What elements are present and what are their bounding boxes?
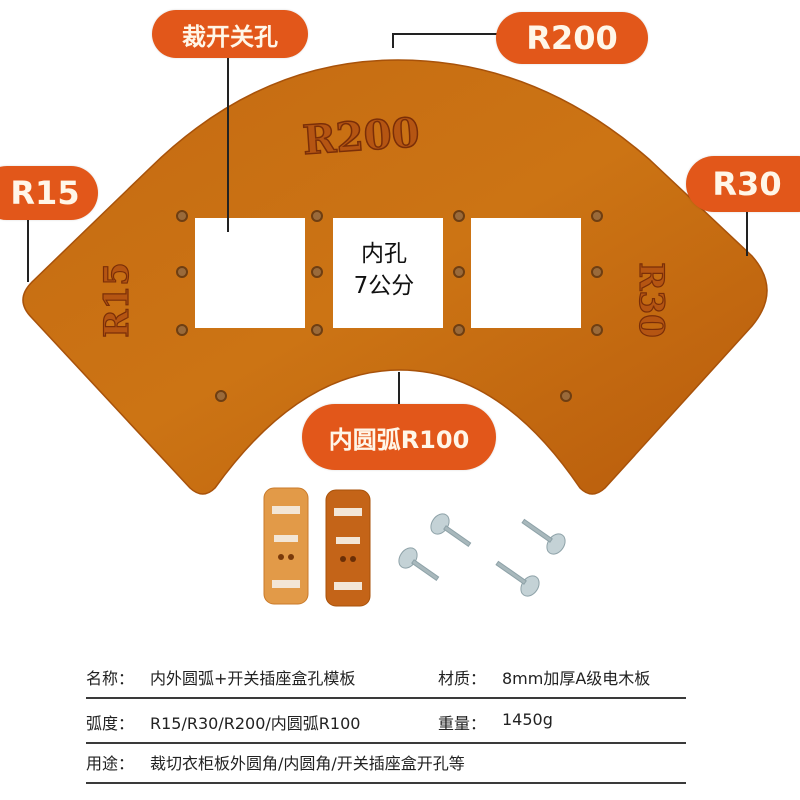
label-outer-arc: R200 — [496, 12, 648, 64]
spec-row-1: 名称： 内外圆弧+开关插座盒孔模板 材质： 8mm加厚A级电木板 — [86, 657, 686, 699]
engraved-r200: R200 — [301, 109, 421, 164]
center-hole-note-line1: 内孔 — [361, 241, 407, 267]
spec-usage-value: 裁切衣柜板外圆角/内圆角/开关插座盒开孔等 — [150, 754, 465, 773]
spec-row-2: 弧度： R15/R30/R200/内圆弧R100 重量： 1450g — [86, 702, 686, 744]
spec-radius-label: 弧度： — [86, 714, 135, 733]
switch-hole-right — [471, 218, 581, 328]
spec-name-value: 内外圆弧+开关插座盒孔模板 — [150, 669, 356, 688]
spec-material-label: 材质： — [438, 669, 487, 688]
center-hole-note-line2: 7公分 — [353, 273, 415, 299]
spec-material-value: 8mm加厚A级电木板 — [502, 669, 651, 688]
spec-weight-value: 1450g — [502, 710, 553, 729]
spec-usage-label: 用途： — [86, 754, 135, 773]
spec-radius-value: R15/R30/R200/内圆弧R100 — [150, 714, 361, 733]
label-switch-hole: 裁开关孔 — [152, 10, 308, 58]
switch-hole-left — [195, 218, 305, 328]
label-left-corner: R15 — [0, 166, 98, 220]
switch-hole-center — [333, 218, 443, 328]
label-inner-arc: 内圆弧R100 — [302, 404, 496, 470]
engraved-r30: R30 — [631, 262, 671, 338]
slider-block-2 — [325, 489, 371, 607]
label-right-corner: R30 — [686, 156, 800, 212]
spec-weight-label: 重量： — [438, 714, 487, 733]
spec-name-label: 名称： — [86, 669, 135, 688]
center-hole-note: 内孔 7公分 — [334, 238, 434, 302]
slider-block-1 — [263, 487, 309, 605]
engraved-r15: R15 — [97, 262, 137, 338]
spec-row-3: 用途： 裁切衣柜板外圆角/内圆角/开关插座盒开孔等 — [86, 742, 686, 784]
